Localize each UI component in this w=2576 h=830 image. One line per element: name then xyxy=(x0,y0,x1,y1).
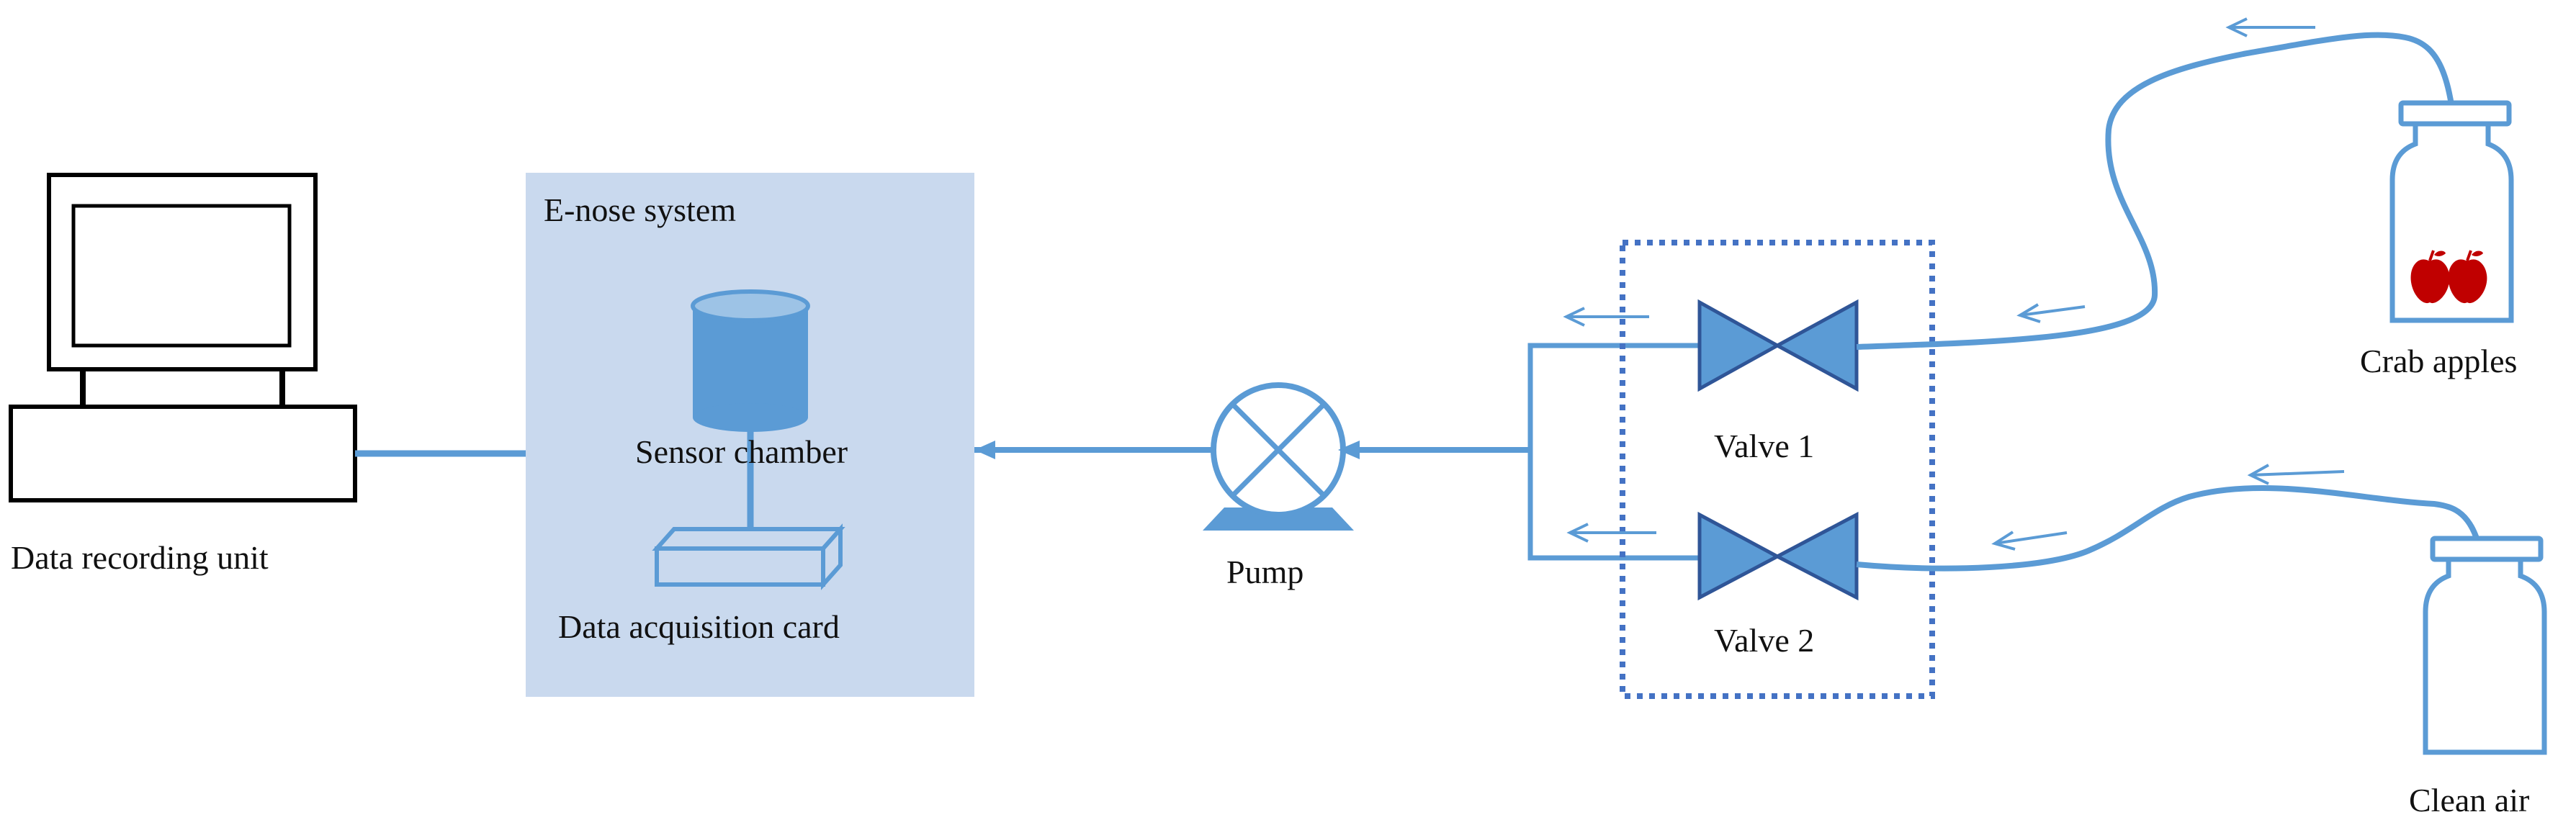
flow-arrow-icon xyxy=(2225,17,2315,37)
card-front xyxy=(655,546,825,587)
flow-arrow-icon xyxy=(1991,531,2068,551)
pump-cross-b xyxy=(1231,402,1326,497)
data-acquisition-card-label: Data acquisition card xyxy=(558,608,840,645)
acquisition-card-icon xyxy=(652,523,845,590)
jar2-body xyxy=(2423,559,2547,755)
jar1-lid xyxy=(2398,100,2512,127)
apple-icon xyxy=(2410,250,2450,304)
valve2-left xyxy=(1697,511,1782,601)
monitor-screen xyxy=(71,204,292,348)
valve1-label: Valve 1 xyxy=(1714,428,1814,464)
flow-arrow-icon xyxy=(974,441,995,459)
pump-base xyxy=(1203,508,1354,531)
pump-label: Pump xyxy=(1226,554,1303,590)
apple-icon xyxy=(2448,250,2487,304)
valve-group-box xyxy=(1620,240,1935,699)
cylinder-bottom xyxy=(693,403,808,432)
card-side xyxy=(821,523,843,590)
clean-air-tube xyxy=(1856,485,2491,633)
bottle-icon xyxy=(2423,536,2547,755)
sensor-cylinder-icon xyxy=(691,289,810,432)
card-top xyxy=(652,527,845,551)
valve1-left xyxy=(1697,299,1782,392)
data-recording-unit-label: Data recording unit xyxy=(11,539,269,576)
valve2-right xyxy=(1773,511,1859,601)
crab-apples-label: Crab apples xyxy=(2360,343,2517,379)
crab-apple-tube xyxy=(1856,32,2460,350)
clean-air-label: Clean air xyxy=(2409,782,2529,818)
jar2-lid xyxy=(2430,536,2544,562)
valve2-label: Valve 2 xyxy=(1714,622,1814,659)
valve-icon xyxy=(1697,299,1859,392)
valve-icon xyxy=(1697,511,1859,601)
flow-arrow-icon xyxy=(2247,464,2345,485)
keyboard-base xyxy=(9,405,357,502)
flow-arrow-icon xyxy=(1566,523,1656,543)
cylinder-top xyxy=(691,289,810,322)
cylinder-body xyxy=(693,306,808,418)
manifold-line xyxy=(1527,343,1700,561)
valve1-right xyxy=(1773,299,1859,392)
flow-arrow-icon xyxy=(1563,307,1649,327)
enose-system-label: E-nose system xyxy=(544,191,736,228)
computer-icon xyxy=(9,173,357,502)
sensor-chamber-label: Sensor chamber xyxy=(635,433,848,470)
flow-arrow-icon xyxy=(1338,441,1360,459)
pump-icon xyxy=(1203,382,1354,531)
flow-arrow-icon xyxy=(2016,303,2086,323)
